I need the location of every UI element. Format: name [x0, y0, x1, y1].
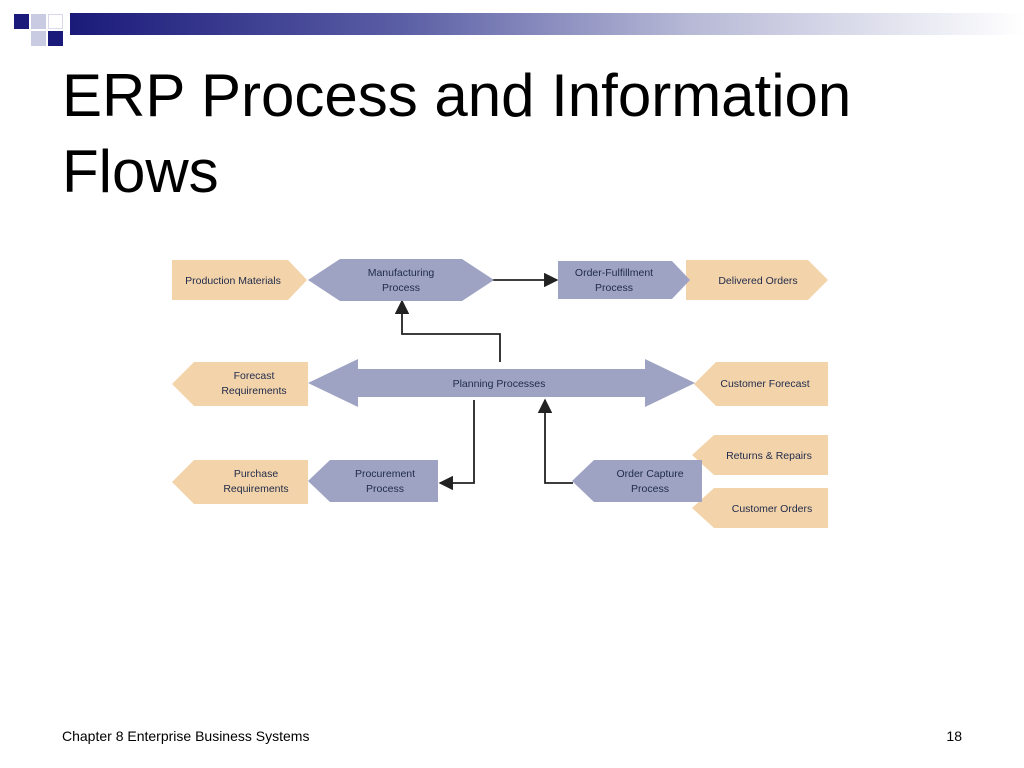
order-capture-label-line2: Process — [631, 483, 669, 495]
purchase-requirements-arrow — [172, 460, 308, 504]
order-fulfillment-label-line2: Process — [595, 282, 633, 294]
purchase-requirements-label-line1: Purchase — [234, 468, 279, 480]
purchase-requirements-label-line2: Requirements — [223, 483, 288, 495]
returns-repairs-label: Returns & Repairs — [726, 450, 812, 462]
connectors — [394, 272, 573, 491]
input-arrows — [172, 260, 828, 528]
order-fulfillment-process-arrow — [558, 261, 690, 299]
process-arrows — [308, 259, 702, 502]
order-capture-process-arrow — [572, 460, 702, 502]
production-materials-label: Production Materials — [185, 275, 281, 287]
forecast-requirements-label-line1: Forecast — [234, 370, 275, 382]
procurement-label-line2: Process — [366, 483, 404, 495]
manufacturing-process-arrow — [308, 259, 494, 301]
planning-processes-arrow — [308, 359, 695, 407]
procurement-label-line1: Procurement — [355, 468, 415, 480]
connector-ordercapture-to-planning — [537, 398, 573, 484]
returns-repairs-arrow — [692, 435, 828, 475]
connector-planning-to-manufacturing — [394, 299, 501, 362]
footer-chapter: Chapter 8 Enterprise Business Systems — [62, 728, 310, 744]
procurement-process-arrow — [308, 460, 438, 502]
connector-planning-to-procurement — [438, 400, 475, 491]
page-number: 18 — [946, 728, 962, 744]
order-fulfillment-label-line1: Order-Fulfillment — [575, 267, 653, 279]
decor-square-3 — [48, 14, 63, 29]
planning-processes-label: Planning Processes — [453, 378, 546, 390]
header-band — [70, 13, 1024, 35]
decor-square-6 — [14, 31, 29, 46]
delivered-orders-arrow — [686, 260, 828, 300]
slide-title: ERP Process and Information Flows — [62, 62, 852, 205]
order-capture-label-line1: Order Capture — [616, 468, 683, 480]
delivered-orders-label: Delivered Orders — [718, 275, 797, 287]
production-materials-arrow — [172, 260, 307, 300]
decor-square-4 — [31, 31, 46, 46]
decor-square-1 — [14, 14, 29, 29]
forecast-requirements-arrow — [172, 362, 308, 406]
diagram-labels: Production Materials Manufacturing Proce… — [185, 267, 812, 515]
decor-square-5 — [48, 31, 63, 46]
customer-forecast-label: Customer Forecast — [720, 378, 809, 390]
customer-forecast-arrow — [694, 362, 828, 406]
customer-orders-label: Customer Orders — [732, 503, 813, 515]
manufacturing-label-line2: Process — [382, 282, 420, 294]
decor-square-2 — [31, 14, 46, 29]
customer-orders-arrow — [692, 488, 828, 528]
forecast-requirements-label-line2: Requirements — [221, 385, 286, 397]
manufacturing-label-line1: Manufacturing — [368, 267, 435, 279]
